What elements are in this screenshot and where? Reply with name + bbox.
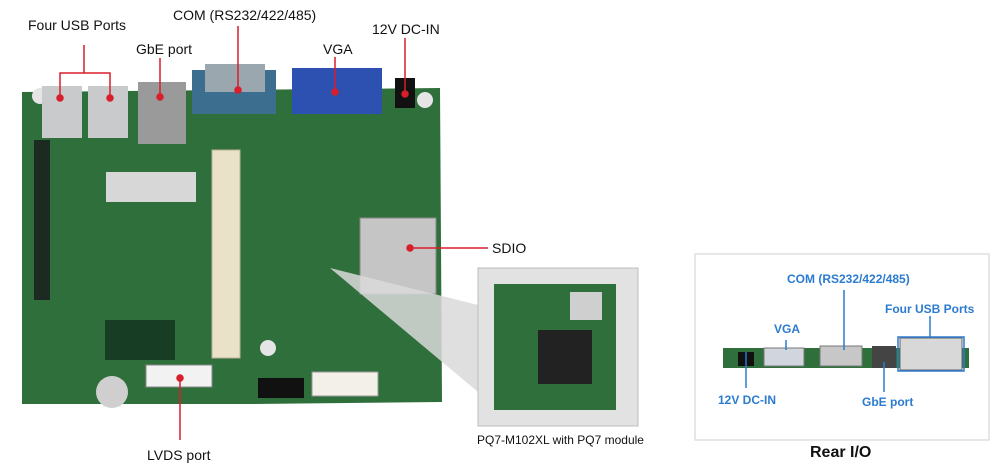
label-sdio: SDIO: [492, 240, 527, 256]
label-com: COM (RS232/422/485): [173, 7, 317, 23]
board-left-header: [34, 140, 50, 300]
rear-io-title: Rear I/O: [810, 444, 872, 461]
mount-hole: [260, 340, 276, 356]
gbe-jack: [138, 82, 186, 144]
chip-area-2: [105, 320, 175, 360]
chip-area: [106, 172, 196, 202]
power-connector: [311, 371, 379, 397]
rear-label-gbe-port: GbE port: [862, 395, 914, 409]
rear-vga: [763, 347, 805, 367]
label-vga: VGA: [323, 41, 353, 57]
module-caption: PQ7-M102XL with PQ7 module: [477, 433, 644, 447]
usb-stack-2: [88, 86, 128, 138]
label-gbe-port: GbE port: [136, 41, 193, 57]
label-four-usb-ports: Four USB Ports: [28, 17, 127, 33]
module-chip: [570, 292, 602, 320]
rear-gbe: [872, 346, 896, 368]
rear-label-com: COM (RS232/422/485): [787, 272, 910, 286]
com-d-sub: [205, 64, 265, 92]
zoom-wedge: [330, 268, 478, 392]
battery: [96, 376, 128, 408]
module-cpu: [538, 330, 592, 384]
rear-com: [819, 345, 863, 367]
rear-label-vga: VGA: [774, 322, 801, 336]
sata-connector: [258, 378, 304, 398]
so-dimm-slot: [211, 149, 241, 359]
mount-hole: [417, 92, 433, 108]
label-dc-in: 12V DC-IN: [372, 21, 440, 37]
rear-label-dc-in: 12V DC-IN: [718, 393, 777, 407]
rear-usb: [899, 337, 963, 371]
label-lvds-port: LVDS port: [147, 447, 211, 463]
rear-label-four-usb-ports: Four USB Ports: [885, 302, 975, 316]
usb-stack-1: [42, 86, 82, 138]
